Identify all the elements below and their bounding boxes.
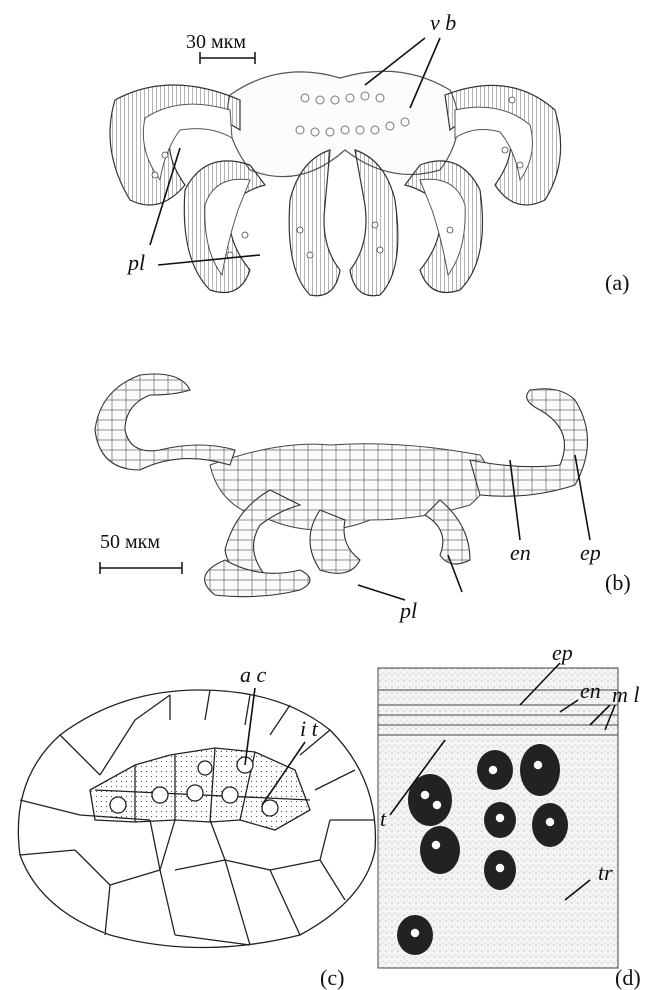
panel-c	[18, 688, 375, 948]
panel-id-a: (a)	[605, 270, 629, 295]
label-vb: v b	[430, 10, 456, 35]
scale-label-a: 30 мкм	[186, 31, 246, 53]
label-ep-b: ep	[580, 540, 601, 565]
panel-id-d: (d)	[615, 965, 641, 990]
fold-right-b	[425, 500, 470, 564]
arm-left-b	[95, 374, 235, 470]
arm-right-b	[470, 389, 588, 497]
panel-id-b: (b)	[605, 570, 631, 595]
label-tr: tr	[598, 860, 613, 885]
label-en-b: en	[510, 540, 531, 565]
label-pl-a: pl	[126, 250, 145, 275]
leader-pl-b1	[358, 585, 405, 600]
label-t: t	[380, 806, 387, 831]
panel-d	[378, 663, 618, 968]
central-body-a	[228, 71, 459, 176]
label-ep-d: ep	[552, 640, 573, 665]
panel-a: 30 мкм	[110, 10, 629, 296]
panel-id-c: (c)	[320, 965, 344, 990]
panel-b: 50 мкм pl en ep (b)	[95, 374, 631, 623]
label-it: i t	[300, 716, 319, 741]
label-ml: m l	[612, 682, 640, 707]
scale-label-b: 50 мкм	[100, 531, 160, 553]
label-en-d: en	[580, 678, 601, 703]
label-ac: a c	[240, 662, 267, 687]
label-pl-b: pl	[398, 598, 417, 623]
